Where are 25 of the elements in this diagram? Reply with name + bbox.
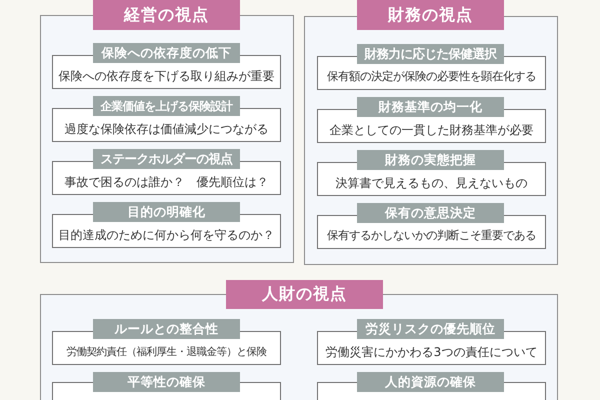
description-text: 保険への依存度を下げる取り組みが重要 bbox=[58, 68, 274, 84]
subheading-label: 保険への依存度の低下 bbox=[93, 43, 240, 63]
subheading-label: 保有の意思決定 bbox=[357, 203, 504, 223]
subheading-label: 人的資源の確保 bbox=[357, 372, 504, 392]
description-text: 過度な保険依存は価値減少につながる bbox=[64, 122, 268, 136]
description-text: 労働契約責任（福利厚生・退職金等）と保険 bbox=[66, 346, 266, 358]
description-text: 企業としての一貫した財務基準が必要 bbox=[330, 122, 534, 138]
section-heading: 財務の視点 bbox=[357, 0, 504, 30]
subheading-label: 財務力に応じた保健選択 bbox=[357, 44, 504, 64]
subheading-label: ルールとの整合性 bbox=[93, 319, 240, 339]
description-text: 決算書で見えるもの、見えないもの bbox=[336, 176, 528, 190]
description-text: 労働災害にかかわる3つの責任について bbox=[326, 344, 538, 360]
subheading-label: 労災リスクの優先順位 bbox=[357, 319, 504, 339]
subheading-label: 目的の明確化 bbox=[93, 202, 240, 222]
subheading-label: ステークホルダーの視点 bbox=[93, 149, 240, 169]
subheading-label: 財務の実態把握 bbox=[357, 150, 504, 170]
section-heading: 経営の視点 bbox=[93, 0, 240, 30]
subheading-label: 企業価値を上げる保険設計 bbox=[93, 96, 240, 116]
description-text: 目的達成のために何から何を守るのか？ bbox=[58, 228, 274, 242]
subheading-label: 平等性の確保 bbox=[93, 372, 240, 392]
description-text: 事故で困るのは誰か？ 優先順位は？ bbox=[64, 174, 268, 190]
description-text: 保有額の決定が保険の必要性を顕在化する bbox=[327, 70, 536, 84]
section-heading: 人財の視点 bbox=[226, 280, 383, 309]
description-text: 保有するかしないかの判断こそ重要である bbox=[327, 229, 536, 243]
subheading-label: 財務基準の均一化 bbox=[357, 97, 504, 117]
